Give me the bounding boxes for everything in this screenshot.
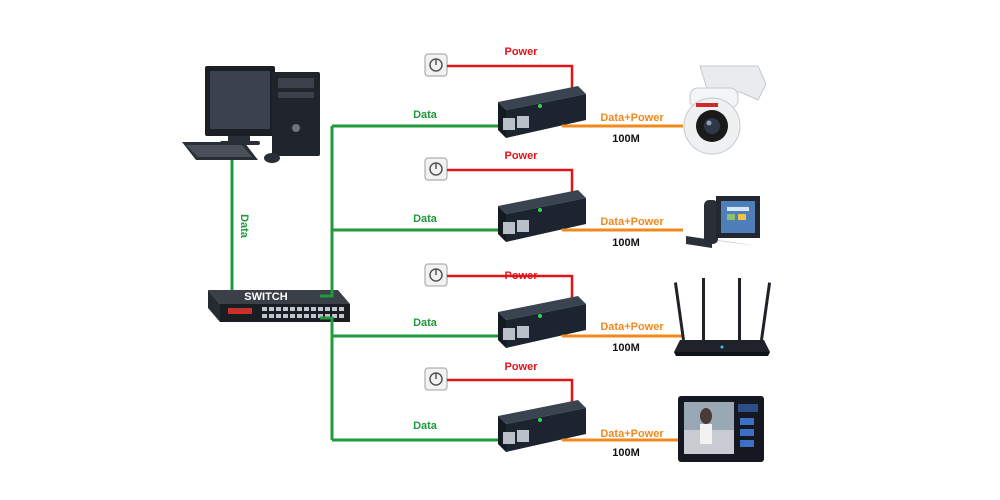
power-cable [447,168,574,192]
switch-label: SWITCH [244,291,287,303]
speed-label: 100M [612,237,640,249]
network-switch-icon [208,290,350,322]
power-label: Power [504,46,538,58]
power-cable [447,274,574,298]
speed-label: 100M [612,342,640,354]
power-label: Power [504,361,538,373]
power-cable [447,64,574,88]
poe-row [332,263,683,348]
speed-label: 100M [612,133,640,145]
data-power-label: Data+Power [600,112,664,124]
power-label: Power [504,270,538,282]
power-cable [447,378,574,402]
wall-outlet-icon [424,367,448,391]
data-label: Data [413,317,438,329]
switch-trunk-upper [320,126,334,298]
data-power-label: Data+Power [600,216,664,228]
poe-row [332,53,683,138]
poe-injector-icon [498,86,586,138]
poe-row [332,157,683,242]
data-label: Data [413,213,438,225]
poe-injector-icon [498,400,586,452]
speed-label: 100M [612,447,640,459]
switch-trunk-lower [320,316,334,440]
power-label: Power [504,150,538,162]
video-intercom-icon [678,396,764,462]
data-power-label: Data+Power [600,321,664,333]
ptz-camera-icon [683,65,767,155]
poe-injector-icon [498,190,586,242]
data-trunk-cables [230,126,334,440]
pc-workstation-icon [182,66,320,163]
poe-injector-icon [498,296,586,348]
data-label: Data [413,420,438,432]
wifi-router-icon [673,278,772,356]
ip-phone-icon [686,196,760,248]
poe-row [332,367,683,452]
wall-outlet-icon [424,263,448,287]
data-power-label: Data+Power [600,428,664,440]
wall-outlet-icon [424,53,448,77]
data-label: Data [413,109,438,121]
wall-outlet-icon [424,157,448,181]
pc-switch-data-label: Data [238,214,250,239]
